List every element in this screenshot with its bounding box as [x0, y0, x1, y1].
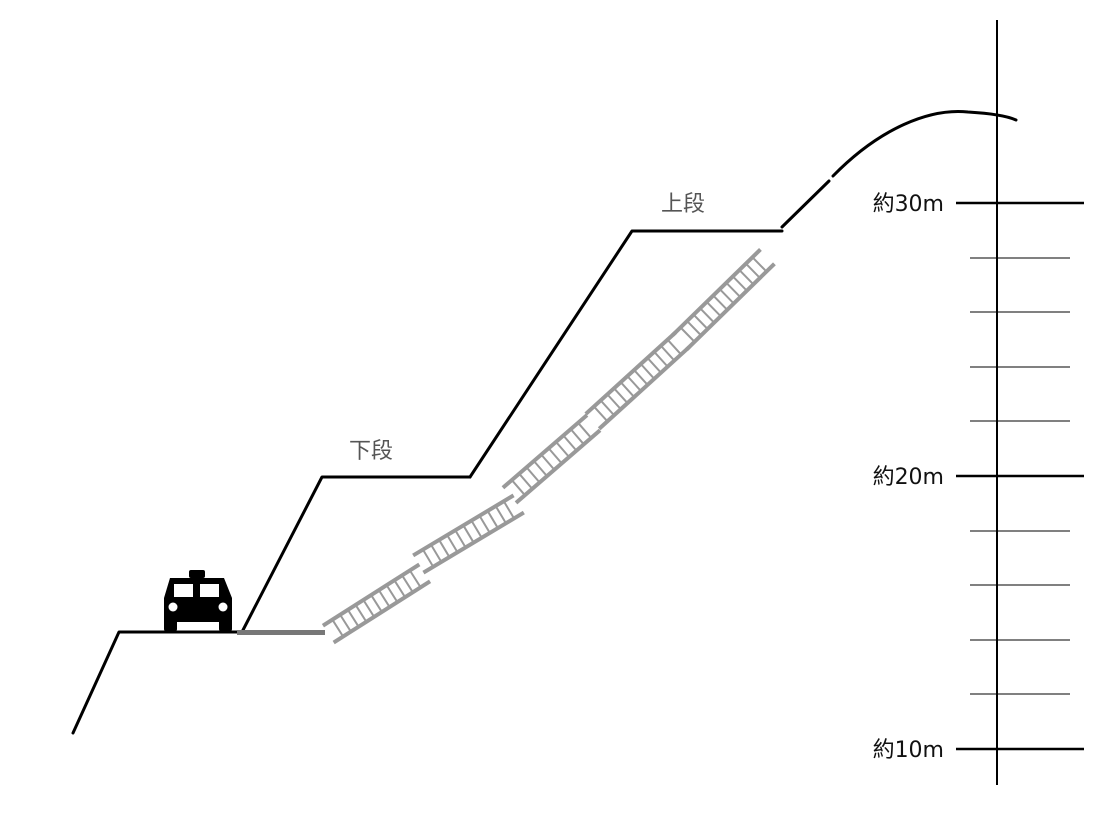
ladder-segment [321, 562, 432, 645]
ladder-segment [671, 248, 776, 351]
upper-stage-slope [468, 229, 784, 479]
height-label: 約10m [873, 738, 944, 763]
height-label: 約20m [873, 465, 944, 490]
ground-slope-left [71, 630, 242, 735]
ladder-segment [412, 493, 525, 575]
ladder-icon [321, 248, 776, 645]
upper-stage-label: 上段 [661, 192, 705, 217]
height-scale: 約30m 約20m 約10m [873, 20, 1084, 785]
ladder-segment [501, 413, 602, 505]
lower-stage-slope [240, 475, 472, 634]
terrain-profile [71, 110, 1018, 735]
lower-stage-label: 下段 [349, 439, 393, 464]
taxi-icon [164, 570, 232, 631]
height-label: 約30m [873, 192, 944, 217]
ladder-segment [584, 330, 691, 431]
upper-slope-edge [780, 179, 831, 229]
grass-icon [237, 630, 325, 635]
hilltop-curve [831, 110, 1018, 178]
